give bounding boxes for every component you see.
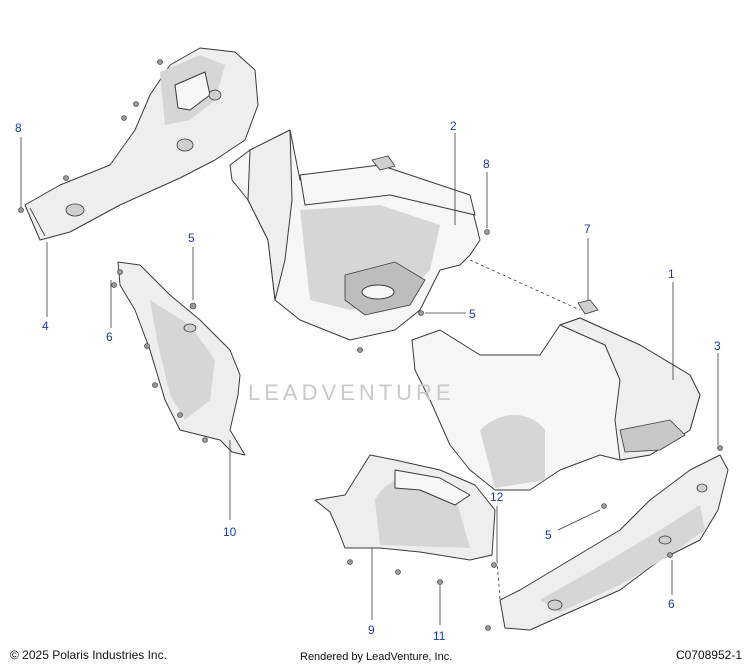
callout-6: 6 <box>668 597 675 611</box>
copyright-text: © 2025 Polaris Industries Inc. <box>10 648 167 662</box>
callout-11: 11 <box>433 629 446 643</box>
callout-10: 10 <box>223 525 237 539</box>
rendered-by-text: Rendered by LeadVenture, Inc. <box>300 651 453 663</box>
callout-5: 5 <box>545 528 552 542</box>
part-2-floor-pan-front <box>229 129 481 341</box>
callout-4: 4 <box>42 319 49 333</box>
part-3-rocker-panel-right <box>499 454 729 631</box>
callout-3: 3 <box>714 339 721 353</box>
fasteners <box>18 59 723 631</box>
callout-labels: 8 4 5 6 10 2 8 7 5 1 3 12 5 6 9 11 <box>15 119 721 643</box>
callout-5: 5 <box>469 307 476 321</box>
callout-5: 5 <box>188 231 195 245</box>
callout-1: 1 <box>668 267 675 281</box>
part-4-rocker-panel-left <box>24 47 259 241</box>
diagram-code: C0708952-1 <box>675 648 742 662</box>
callout-2: 2 <box>450 119 457 133</box>
callout-8: 8 <box>483 157 490 171</box>
callout-9: 9 <box>368 623 375 637</box>
callout-6: 6 <box>106 330 113 344</box>
callout-12: 12 <box>490 490 504 504</box>
callout-7: 7 <box>584 222 591 236</box>
part-10-kick-panel <box>117 261 246 456</box>
part-1-floor-pan-rear <box>411 299 701 491</box>
part-9-inner-fender <box>314 454 496 561</box>
callout-8: 8 <box>15 121 22 135</box>
watermark: LEADVENTURE <box>248 380 455 405</box>
leader-lines <box>20 133 719 625</box>
